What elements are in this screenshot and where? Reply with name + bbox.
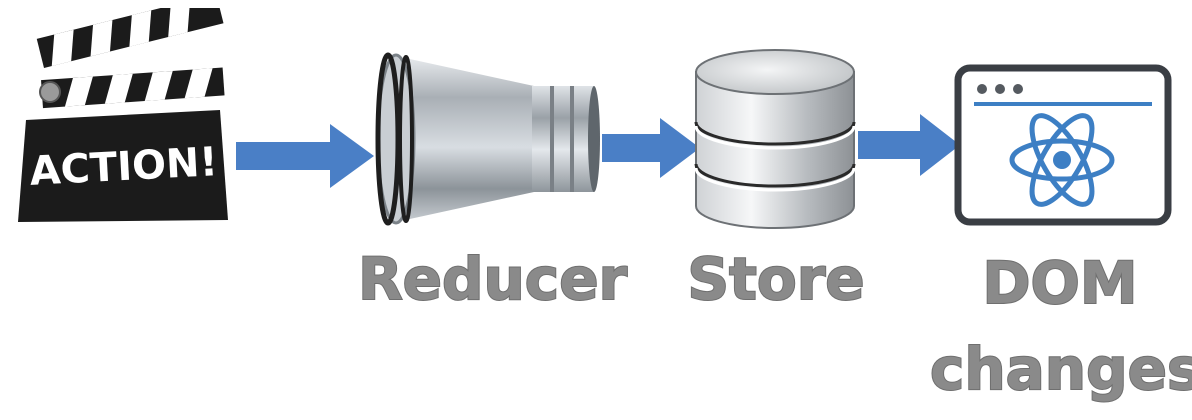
arrow-action-to-reducer <box>236 124 374 188</box>
dom-label-line1: DOM <box>981 249 1138 317</box>
reducer-node <box>374 46 606 232</box>
browser-window-react-icon <box>954 64 1172 226</box>
database-icon <box>694 49 856 229</box>
dom-node <box>952 62 1174 228</box>
action-node: ACTION! <box>14 8 230 226</box>
reducer-label: Reducer <box>357 245 628 313</box>
store-label: Store <box>686 245 865 313</box>
right-arrow-icon <box>602 118 700 178</box>
right-arrow-icon <box>858 114 960 176</box>
arrow-store-to-dom <box>858 114 960 176</box>
right-arrow-icon <box>236 124 374 188</box>
clapperboard-icon: ACTION! <box>18 8 228 222</box>
dom-label-line2: changes <box>929 335 1192 403</box>
pipe-reducer-icon <box>375 52 600 226</box>
arrow-reducer-to-store <box>602 118 700 178</box>
store-node <box>692 46 858 232</box>
action-board-text: ACTION! <box>29 139 219 195</box>
